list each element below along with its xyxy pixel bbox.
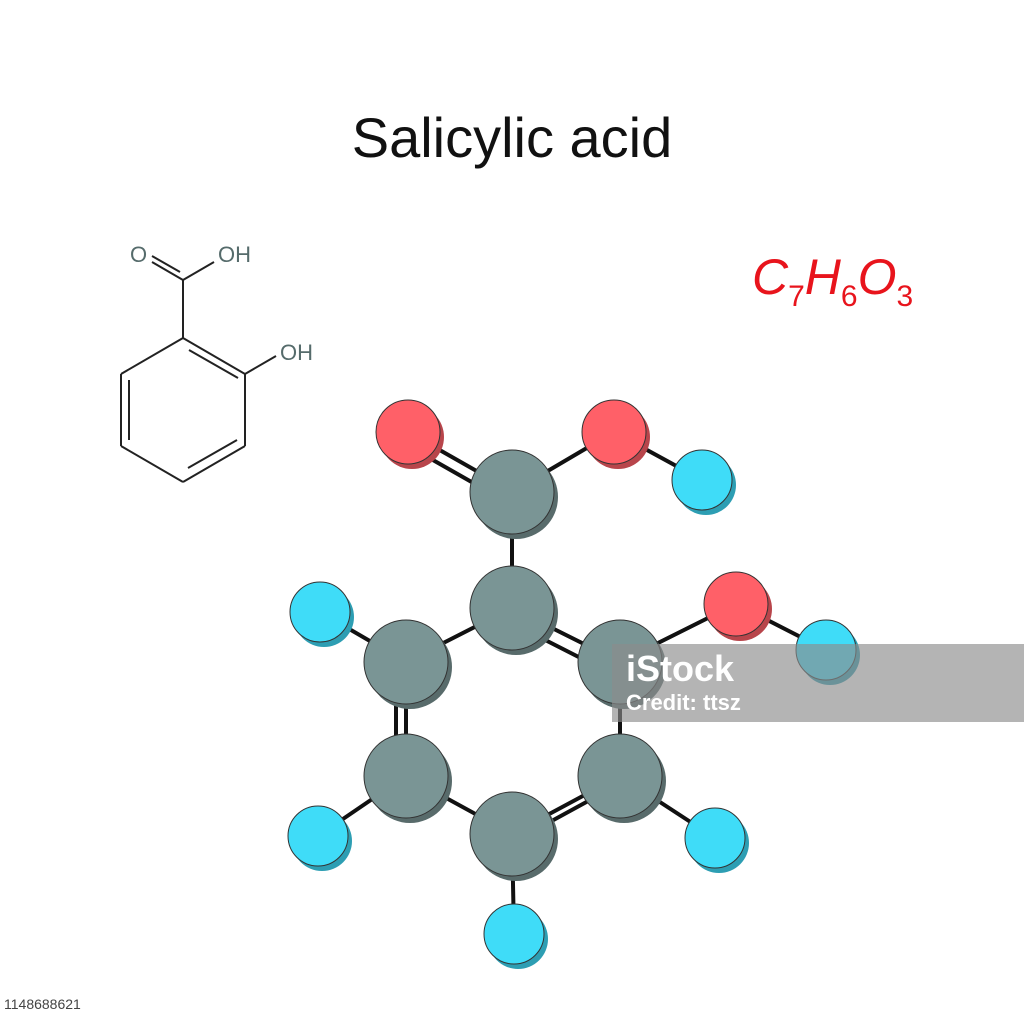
- carbonyl-bond-a: [151, 261, 184, 281]
- atom-ring-c1: [469, 565, 558, 655]
- atom-carboxyl-hydrogen: [671, 449, 736, 515]
- ring-bond-1: [182, 337, 246, 375]
- atom-ring-h6: [289, 581, 354, 647]
- atom-ball-ring-c3: [577, 733, 663, 819]
- skeletal-bonds: [120, 255, 277, 483]
- atom-ball-ring-h4: [483, 903, 545, 965]
- formula-oxygen-symbol: O: [857, 249, 897, 305]
- atom-ring-c3: [577, 733, 666, 823]
- acid-oh-label: OH: [218, 242, 251, 267]
- atom-ball-carboxyl-hydrogen: [671, 449, 733, 511]
- formula-oxygen-count: 3: [896, 280, 914, 313]
- formula-carbon-count: 7: [788, 280, 805, 313]
- ring-bond-4: [120, 445, 184, 483]
- atom-ring-c4: [469, 791, 558, 881]
- atom-ball-ring-c4: [469, 791, 555, 877]
- atom-ball-ring-h5: [287, 805, 349, 867]
- hydroxyl-bond: [244, 355, 277, 375]
- atom-ring-h3: [684, 807, 749, 873]
- watermark-credit: Credit: ttsz: [626, 690, 741, 715]
- stock-watermark: iStock Credit: ttsz: [612, 644, 1024, 722]
- atom-carbonyl-oxygen: [375, 399, 444, 469]
- atom-ball-ring-c1: [469, 565, 555, 651]
- skeletal-formula: O OH OH: [120, 242, 313, 483]
- atom-ring-c5: [363, 733, 452, 823]
- atom-carboxyl-carbon: [469, 449, 558, 539]
- atom-ball-carboxyl-carbon: [469, 449, 555, 535]
- atom-hydroxyl-oxygen: [703, 571, 772, 641]
- atom-ball-ring-c6: [363, 619, 449, 705]
- formula-hydrogen-symbol: H: [804, 249, 841, 305]
- acid-oh-bond: [182, 261, 215, 281]
- atom-ring-h5: [287, 805, 352, 871]
- atom-ball-carboxyl-oxygen: [581, 399, 647, 465]
- carbonyl-bond-b: [151, 255, 181, 273]
- ring-bond-3: [182, 445, 246, 483]
- formula-carbon-symbol: C: [752, 249, 789, 305]
- atom-ball-ring-h3: [684, 807, 746, 869]
- chemical-formula: C7H6O3: [752, 248, 913, 314]
- atom-ring-c6: [363, 619, 452, 709]
- atom-ball-hydroxyl-oxygen: [703, 571, 769, 637]
- ring-bond-6: [120, 337, 184, 375]
- carbonyl-o-label: O: [130, 242, 147, 267]
- ring-double-inner-2: [187, 439, 238, 469]
- atom-ring-h4: [483, 903, 548, 969]
- atom-ball-carbonyl-oxygen: [375, 399, 441, 465]
- ring-double-inner-1: [188, 349, 239, 379]
- diagram-title: Salicylic acid: [351, 106, 673, 169]
- atom-ball-ring-h6: [289, 581, 351, 643]
- watermark-logo: iStock: [626, 648, 735, 689]
- atom-carboxyl-oxygen: [581, 399, 650, 469]
- image-id-label: 1148688621: [0, 994, 85, 1014]
- formula-hydrogen-count: 6: [840, 280, 858, 313]
- hydroxyl-oh-label: OH: [280, 340, 313, 365]
- atom-ball-ring-c5: [363, 733, 449, 819]
